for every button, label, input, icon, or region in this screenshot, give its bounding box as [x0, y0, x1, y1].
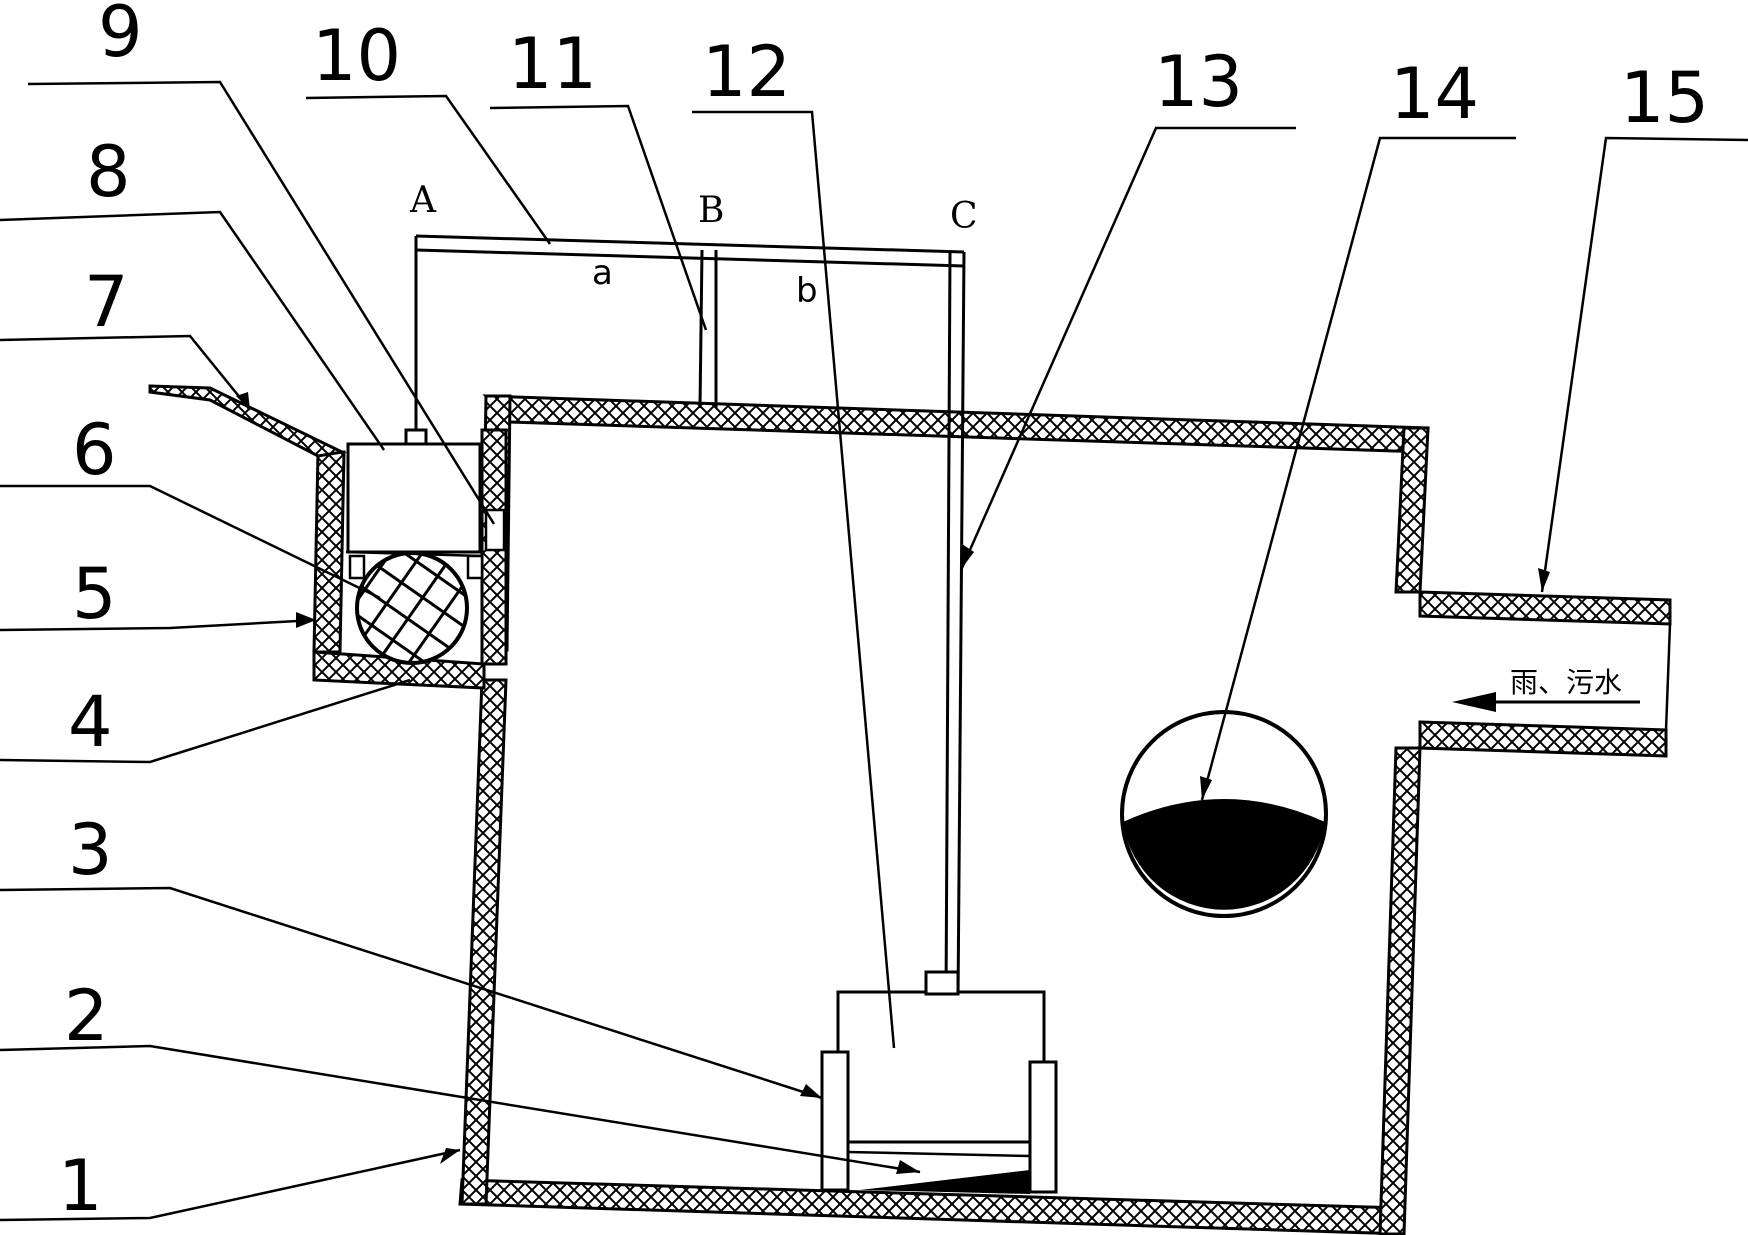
- point-C: C: [950, 196, 978, 237]
- label-13: 13: [1154, 41, 1243, 123]
- point-A: A: [409, 180, 437, 221]
- guide-right: [466, 554, 484, 580]
- label-3: 3: [68, 809, 113, 891]
- valve-ball: [355, 551, 469, 665]
- label-5: 5: [72, 553, 117, 635]
- label-10: 10: [312, 15, 401, 97]
- float-12: [836, 990, 1046, 1144]
- float-8: [346, 442, 482, 554]
- float-12-base: [847, 1150, 1031, 1158]
- float-12-stem: [924, 970, 960, 996]
- label-7: 7: [84, 261, 129, 343]
- floating-ball: [1120, 710, 1328, 918]
- label-2: 2: [64, 975, 109, 1057]
- leader-arrowheads: [236, 392, 1550, 1174]
- leader-lines: [0, 80, 1748, 1222]
- label-12: 12: [702, 31, 791, 113]
- label-9: 9: [98, 0, 143, 73]
- point-b: b: [796, 271, 818, 311]
- chute: [148, 384, 347, 458]
- inlet-text: 雨、污水: [1510, 666, 1622, 699]
- inlet-pipe: [1418, 590, 1672, 758]
- flow-arrow: [1452, 692, 1640, 712]
- guide-left: [348, 554, 366, 580]
- label-8: 8: [86, 131, 131, 213]
- label-4: 4: [68, 681, 113, 763]
- sediment-2: [860, 1170, 1030, 1194]
- point-B: B: [698, 190, 724, 231]
- point-a: a: [592, 253, 613, 293]
- float-8-stem: [404, 428, 428, 446]
- label-11: 11: [508, 23, 597, 105]
- label-14: 14: [1390, 53, 1479, 135]
- label-6: 6: [72, 409, 117, 491]
- guide-3-left: [820, 1050, 850, 1192]
- label-15: 15: [1620, 57, 1709, 139]
- guide-3-right: [1028, 1060, 1058, 1194]
- label-1: 1: [58, 1145, 103, 1227]
